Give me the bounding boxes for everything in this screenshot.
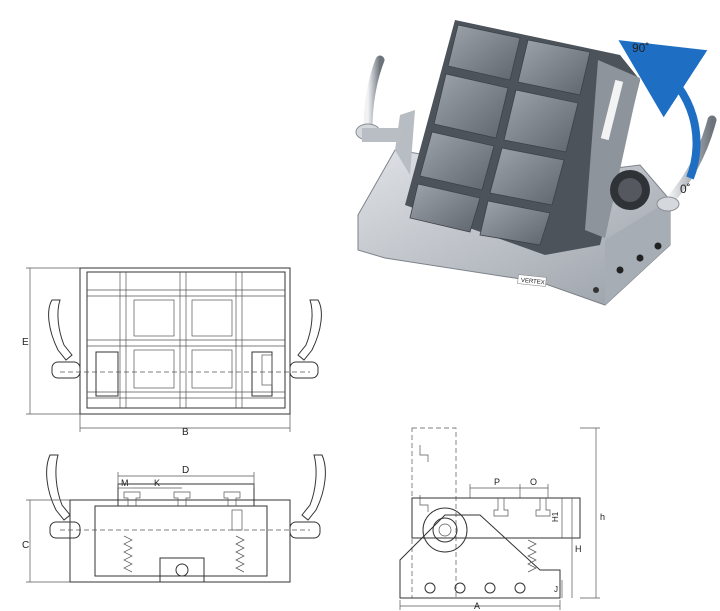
angle-90-label: 90˚ [632, 41, 649, 55]
dim-label-O: O [530, 477, 537, 487]
brand-plate [517, 274, 547, 287]
dim-label-C: C [22, 540, 29, 551]
dim-label-H: H [575, 544, 582, 554]
product-photo: VERTEX [355, 20, 717, 306]
dim-label-H1: H1 [551, 511, 560, 522]
dim-label-D: D [182, 465, 189, 476]
brand-plate-text: VERTEX [521, 278, 545, 286]
angle-0-label: 0˚ [680, 182, 691, 196]
right-lever-handle [610, 115, 717, 212]
left-lever-handle [355, 55, 402, 142]
dim-label-K: K [154, 478, 160, 488]
dim-label-A: A [474, 601, 480, 611]
dim-label-M: M [121, 478, 129, 488]
dim-label-E: E [22, 337, 29, 348]
front-view-drawing: C D M K [22, 454, 326, 583]
side-view-drawing: P O h H H1 J A [399, 427, 605, 611]
tilting-table [405, 20, 640, 255]
dim-label-B: B [182, 427, 189, 438]
dim-label-h: h [600, 512, 605, 522]
dim-label-P: P [494, 477, 500, 487]
top-view-drawing: E B [22, 267, 322, 438]
rotation-arrow [618, 40, 708, 180]
dim-label-J: J [554, 585, 558, 594]
